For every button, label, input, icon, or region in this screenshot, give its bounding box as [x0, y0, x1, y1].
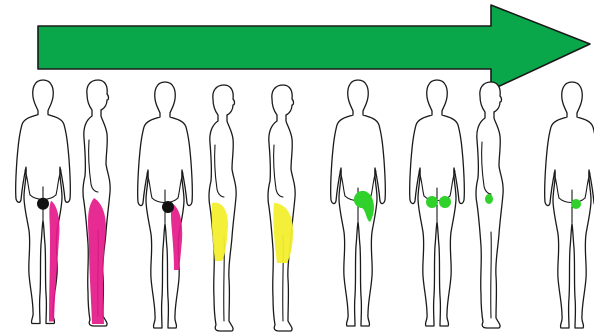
figure-back-green-buttock: [331, 80, 386, 326]
pain-area-magenta: [49, 201, 60, 322]
figure-back-green-buttocks: [410, 80, 465, 326]
hip-spot-dark: [162, 201, 174, 213]
figure-side-full-leg: [83, 80, 110, 326]
figure-side-yellow-thigh: [209, 85, 236, 331]
figure-side-green-buttock: [476, 82, 503, 328]
figure-back-to-knee: [138, 82, 193, 328]
figure-side-yellow-thigh-2: [268, 85, 295, 331]
figure-back-full-leg: [16, 80, 71, 324]
hip-spot-dark: [37, 198, 49, 210]
pain-area-green-left: [426, 196, 438, 208]
pain-area-green: [485, 194, 493, 204]
pain-area-green-right: [439, 196, 451, 208]
figure-back-green-spot: [545, 82, 594, 328]
progression-arrow-icon: [38, 5, 590, 90]
pain-area-green: [571, 199, 581, 209]
